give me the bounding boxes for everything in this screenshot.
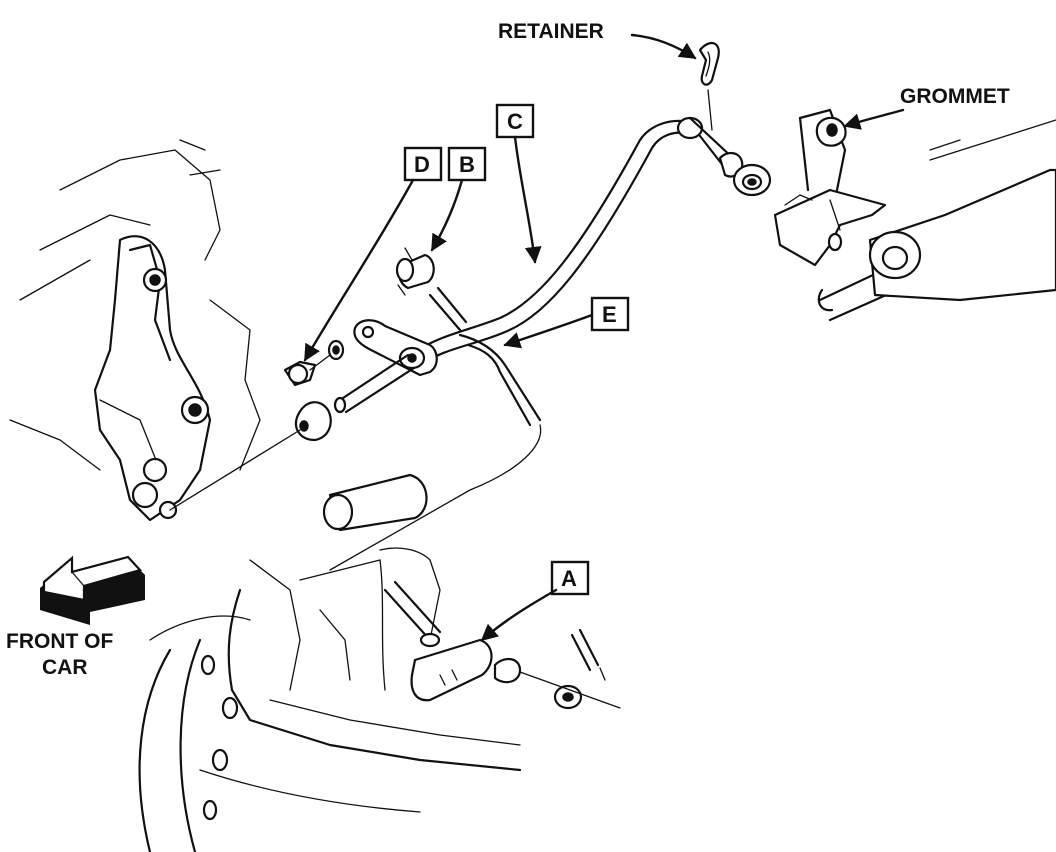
label-b: B [459,152,475,177]
label-box-a [550,560,590,596]
leader-a [480,588,558,642]
right-mount-bracket [773,108,1056,322]
front-of-car-label-line1: FRONT OF [6,630,113,653]
retainer-callout-label: RETAINER [498,20,604,43]
leader-b [430,178,464,252]
rod-end-assembly [676,41,772,197]
label-e: E [602,302,617,327]
leader-d [303,178,415,362]
leader-c [513,135,542,264]
front-of-car-label-line2: CAR [42,656,88,679]
shift-linkage-rods [169,119,692,571]
engine-mount-bracket [9,139,261,522]
label-box-b [447,146,487,182]
front-of-car-arrow [40,555,145,625]
label-c: C [507,109,523,134]
transmission-case [138,473,522,852]
label-a: A [561,566,577,591]
grommet-leader-arrow [843,108,905,130]
lever-a-assembly [383,580,621,710]
label-d: D [414,152,430,177]
leader-e [503,313,594,349]
retainer-leader-arrow [630,33,697,60]
label-box-d [403,146,443,182]
grommet-callout-label: GROMMET [900,85,1010,108]
